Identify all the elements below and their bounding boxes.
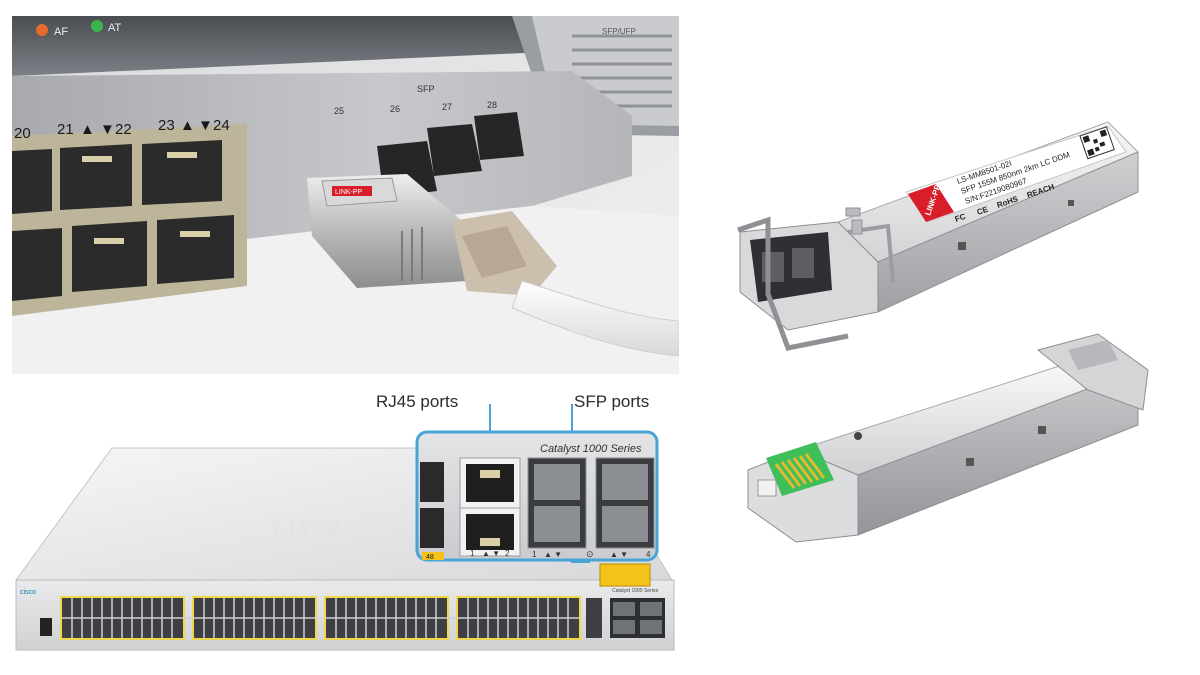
sfp-port-number-26: 26	[390, 104, 400, 114]
status-led-af-label: AF	[54, 26, 68, 38]
module-mark-fc: FC	[954, 212, 967, 224]
front-series-label: Catalyst 1000 Series	[612, 588, 659, 594]
port-down-arrow: ▼	[198, 117, 213, 134]
catalyst-switch-diagram: cisco cisco	[12, 384, 679, 669]
port-number-23: 23	[158, 117, 175, 134]
sfp-port-number-27: 27	[442, 102, 452, 112]
rear-latch	[1036, 333, 1149, 411]
port-48-badge	[422, 552, 444, 560]
switch-photo-art: AF AT SFP/UFP 20 21 ▲ ▼ 22 2	[12, 16, 679, 374]
sfp-module-labeled-art: LINK-PP LS-MM8501-02I SFP 155M 850nm 2km…	[737, 121, 1139, 351]
faceplate-brand: cisco	[274, 514, 344, 539]
module-mark-ce: CE	[976, 205, 990, 217]
module-side-hole	[958, 242, 966, 250]
usb-port	[40, 618, 52, 636]
sfp-pair-arrows: ▲ ▼	[544, 550, 562, 559]
rj45-port-array	[60, 596, 602, 640]
port-48-label: 48	[426, 554, 434, 561]
bail-latch	[737, 216, 849, 351]
rj45-ports-callout: RJ45 ports	[376, 392, 459, 411]
status-led-at-label: AT	[108, 22, 122, 34]
rj45-pair-label-left: 1	[470, 549, 475, 558]
sfp-pair-arrows-right: ▲ ▼	[610, 550, 628, 559]
sfp-link-icon: ⊙	[586, 549, 594, 559]
front-brand: cisco	[20, 589, 36, 596]
port-number-21: 21	[57, 121, 74, 138]
warning-sticker	[599, 563, 651, 587]
port-up-arrow: ▲	[180, 117, 195, 134]
front-sfp-array	[610, 598, 665, 638]
status-led-af	[36, 24, 48, 36]
inserted-module-brand: LINK-PP	[335, 189, 363, 196]
sfp-pair-label-right: 4	[646, 550, 651, 559]
sfp-port-number-25: 25	[334, 106, 344, 116]
panel-tag: SFP/UFP	[602, 27, 636, 36]
port-number-20: 20	[14, 125, 31, 142]
switch-photo: AF AT SFP/UFP 20 21 ▲ ▼ 22 2	[12, 16, 679, 374]
sfp-pair-label-left: 1	[532, 550, 537, 559]
rj45-pair-label-right: 2	[505, 549, 510, 558]
port-number-22: 22	[115, 121, 132, 138]
sfp-module-labeled: LINK-PP LS-MM8501-02I SFP 155M 850nm 2km…	[728, 112, 1148, 360]
status-led-at	[91, 20, 103, 32]
pcb-edge	[766, 442, 834, 496]
sfp-module-rear	[738, 330, 1158, 560]
sfp-module-rear-art	[747, 333, 1149, 543]
module-brand-badge	[908, 184, 954, 222]
sfp-ports-callout: SFP ports	[574, 392, 650, 411]
rear-module-hole	[854, 432, 862, 440]
inset-rj45-pair	[459, 457, 521, 557]
inset-sfp-cages	[527, 457, 655, 549]
qr-code	[1079, 126, 1115, 160]
fiber-cable	[511, 280, 679, 357]
sfp-group-label: SFP	[417, 84, 435, 94]
series-label: Catalyst 1000 Series	[540, 443, 642, 455]
catalyst-switch-art: cisco cisco	[15, 404, 675, 651]
sfp-port-number-28: 28	[487, 100, 497, 110]
port-up-arrow: ▲	[80, 121, 95, 138]
port-down-arrow: ▼	[100, 121, 115, 138]
switch-top-edge	[12, 16, 679, 76]
rj45-pair-arrows: ▲ ▼	[482, 549, 500, 558]
port-number-24: 24	[213, 117, 230, 134]
inserted-sfp-module: LINK-PP	[307, 174, 557, 296]
rj45-port-block	[12, 124, 247, 316]
gold-contacts	[774, 453, 826, 489]
